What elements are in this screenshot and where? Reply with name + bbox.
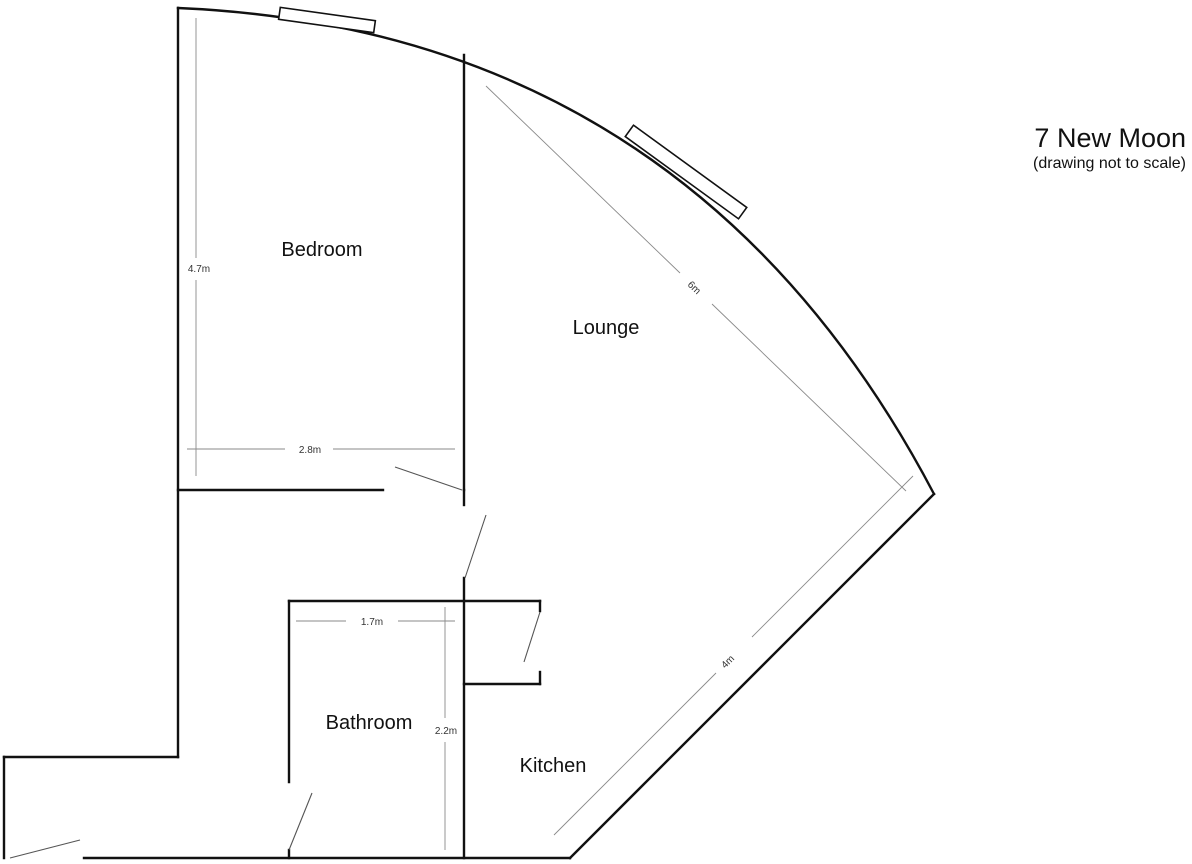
bathroom-door: [288, 792, 313, 851]
lounge-label: Lounge: [573, 317, 640, 339]
plan-title-block: 7 New Moon (drawing not to scale): [1033, 122, 1186, 174]
kitchen-diagonal-wall: [568, 492, 936, 860]
lounge-diagonal-dim-lower: [711, 303, 907, 492]
dimension-labels: 4.7m 2.8m 6m 4m 1.7m 2.2m: [188, 264, 737, 737]
scale-note: (drawing not to scale): [1033, 155, 1186, 172]
plan-title: 7 New Moon: [1034, 123, 1186, 153]
windows: [277, 6, 748, 220]
outer-walls: [2, 6, 936, 860]
interior-walls: [176, 53, 542, 860]
kitchen-label: Kitchen: [520, 755, 587, 777]
bedroom-width-label: 2.8m: [299, 445, 321, 456]
bathroom-width-label: 1.7m: [361, 617, 383, 628]
room-labels: Bedroom Lounge Bathroom Kitchen: [281, 239, 639, 777]
bedroom-label: Bedroom: [281, 239, 362, 261]
lounge-door: [464, 514, 487, 579]
doors: [9, 466, 541, 859]
bedroom-door: [394, 466, 463, 491]
kitchen-wall-label: 4m: [719, 653, 737, 671]
bedroom-height-label: 4.7m: [188, 264, 210, 275]
lounge-window: [624, 124, 748, 220]
kitchen-wall-dim-upper: [751, 475, 914, 638]
cupboard-door: [523, 611, 541, 663]
bedroom-window: [277, 6, 377, 34]
lounge-diagonal-label: 6m: [685, 279, 703, 297]
dimension-lines: [187, 18, 914, 850]
bathroom-label: Bathroom: [326, 712, 413, 734]
lounge-diagonal-dim-upper: [485, 85, 681, 274]
bathroom-height-label: 2.2m: [435, 726, 457, 737]
entrance-door: [9, 839, 81, 859]
kitchen-wall-dim-lower: [553, 672, 717, 836]
